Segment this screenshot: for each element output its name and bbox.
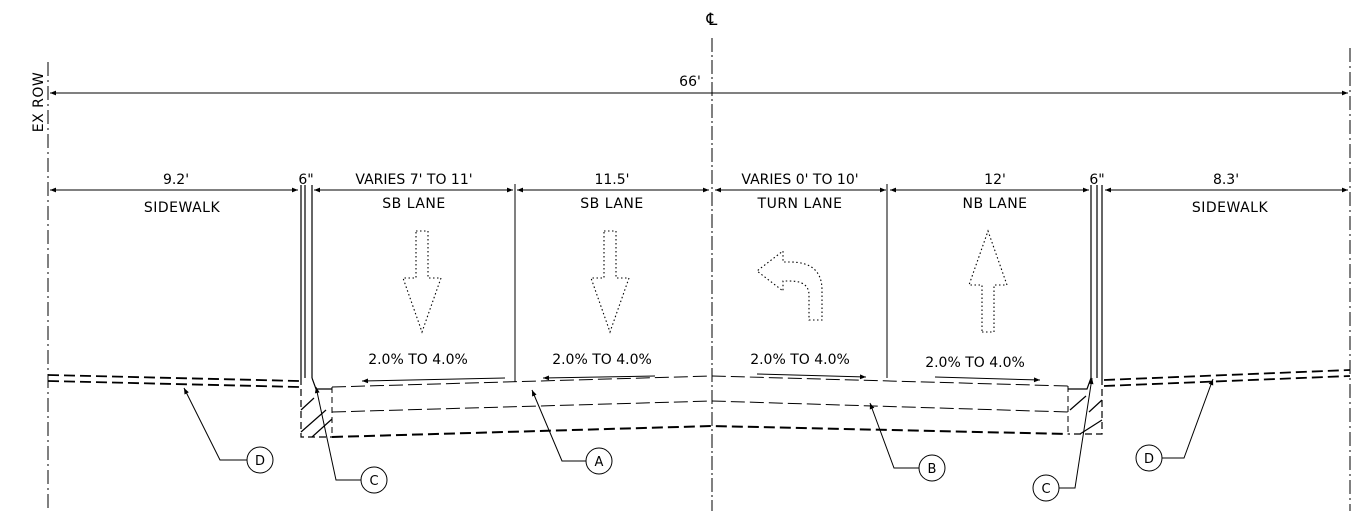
segment-label-sidewalk-left: SIDEWALK xyxy=(144,200,221,216)
pavement-section xyxy=(331,375,1069,438)
callout-b: B xyxy=(918,454,946,482)
slope-label-3: 2.0% TO 4.0% xyxy=(750,352,850,368)
curb-gutter-right xyxy=(1068,377,1103,435)
slope-label-4: 2.0% TO 4.0% xyxy=(925,355,1025,371)
sidewalk-right-section xyxy=(1103,369,1351,387)
segment-width-sb-lane-inner: 11.5' xyxy=(594,172,629,188)
up-arrow-icon xyxy=(968,229,1008,333)
centerline-symbol: ℄ xyxy=(706,10,718,30)
svg-text:A: A xyxy=(595,455,604,470)
svg-text:D: D xyxy=(255,454,265,469)
segment-width-sb-lane-outer: VARIES 7' TO 11' xyxy=(355,172,472,188)
left-turn-arrow-icon xyxy=(756,249,823,321)
curb-right xyxy=(1090,185,1103,378)
callout-a: A xyxy=(585,447,613,475)
segment-width-sidewalk-right: 8.3' xyxy=(1213,172,1239,188)
segment-label-sb-lane-outer: SB LANE xyxy=(382,196,445,212)
svg-text:C: C xyxy=(1041,482,1050,497)
segment-dimension-lines xyxy=(50,184,1348,196)
slope-label-2: 2.0% TO 4.0% xyxy=(552,352,652,368)
segment-width-sidewalk-left: 9.2' xyxy=(163,172,189,188)
svg-text:D: D xyxy=(1144,452,1154,467)
callout-c-right: C xyxy=(1032,474,1060,502)
segment-width-turn-lane: VARIES 0' TO 10' xyxy=(741,172,858,188)
segment-label-sb-lane-inner: SB LANE xyxy=(580,196,643,212)
slope-label-1: 2.0% TO 4.0% xyxy=(368,352,468,368)
segment-label-turn-lane: TURN LANE xyxy=(757,196,843,212)
callout-leaders xyxy=(183,377,1214,489)
callout-c-left: C xyxy=(360,466,388,494)
overall-width-label: 66' xyxy=(679,74,701,90)
callout-d-left: D xyxy=(246,446,274,474)
svg-text:B: B xyxy=(928,462,937,477)
segment-label-sidewalk-right: SIDEWALK xyxy=(1192,200,1269,216)
curb-gutter-left xyxy=(300,377,333,438)
segment-width-curb-left: 6" xyxy=(298,172,313,188)
segment-width-nb-lane: 12' xyxy=(984,172,1006,188)
svg-text:C: C xyxy=(369,474,378,489)
callout-d-right: D xyxy=(1135,444,1163,472)
segment-width-curb-right: 6" xyxy=(1089,172,1104,188)
sidewalk-left-section xyxy=(47,374,301,388)
row-label: EX ROW xyxy=(31,72,47,132)
down-arrow-icon xyxy=(402,230,442,334)
slope-arrows xyxy=(361,373,1041,384)
segment-label-nb-lane: NB LANE xyxy=(962,196,1027,212)
curb-left xyxy=(300,185,313,378)
down-arrow-icon xyxy=(590,230,630,334)
